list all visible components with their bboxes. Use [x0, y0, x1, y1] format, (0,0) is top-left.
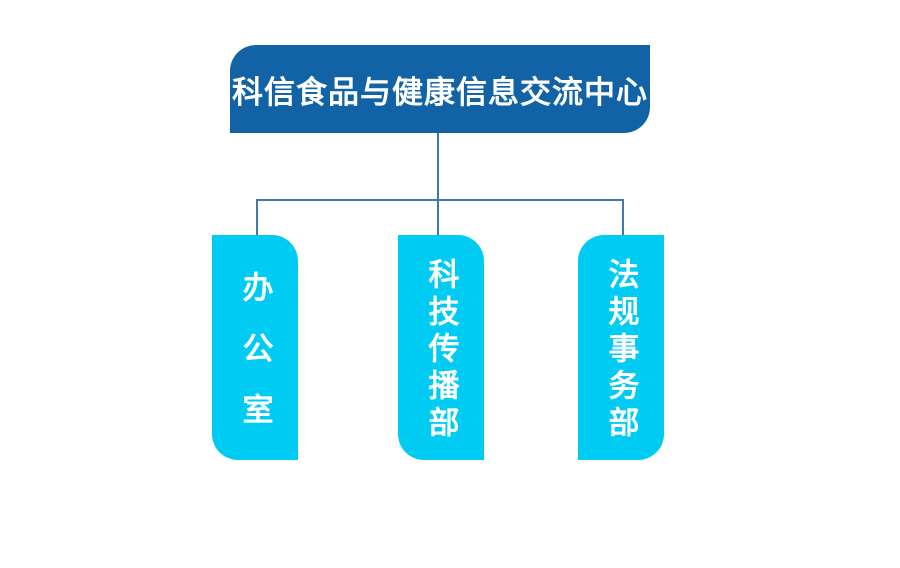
org-root-node: 科信食品与健康信息交流中心 [230, 45, 650, 133]
dept-label-tech-communication: 科技传播部 [423, 258, 459, 443]
connector-drop-legal [622, 199, 624, 236]
dept-node-regulatory-affairs: 法规事务部 [578, 235, 664, 460]
org-root-label: 科信食品与健康信息交流中心 [232, 74, 648, 110]
dept-label-regulatory-affairs: 法规事务部 [603, 258, 639, 443]
connector-root-stem [437, 133, 439, 201]
connector-horizontal-bar [256, 199, 624, 201]
dept-label-office: 办公室 [237, 271, 273, 454]
connector-drop-office [256, 199, 258, 236]
dept-node-office: 办公室 [212, 235, 298, 460]
connector-drop-tech [437, 199, 439, 236]
dept-node-tech-communication: 科技传播部 [398, 235, 484, 460]
